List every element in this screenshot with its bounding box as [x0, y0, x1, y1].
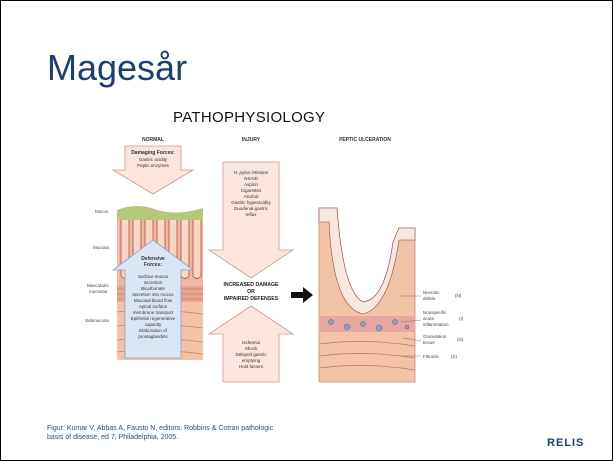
slide-title: Magesår: [47, 47, 187, 89]
ulcer-label: inflammation: [423, 322, 449, 327]
increased-damage-label: OR: [247, 289, 255, 295]
injury-item: reflux: [245, 212, 257, 217]
defensive-item: Bicarbonate: [141, 286, 166, 291]
defensive-item: secretion: [144, 280, 163, 285]
ulcer-label: debris: [423, 296, 436, 301]
ulcer-label: Granulation: [423, 334, 447, 339]
ulcer-label: (S): [451, 354, 458, 359]
column-header-injury: INJURY: [242, 137, 261, 143]
impaired-item: Shock: [245, 346, 258, 351]
column-header-normal: NORMAL: [142, 137, 164, 143]
caption-line: Figur: Kumar V, Abbas A, Fausto N, edito…: [47, 424, 377, 433]
defensive-item: Surface mucus: [138, 274, 169, 279]
injury-arrow-down: H. pylori infection NSAID Aspirin Cigare…: [209, 162, 293, 278]
damaging-forces-title: Damaging Forces:: [131, 150, 175, 156]
defensive-item: membrane transport: [133, 310, 174, 315]
injury-item: Gastric hyperacidity: [231, 200, 271, 205]
ulcer-label: Necrotic: [423, 290, 440, 295]
defensive-item: Epithelial regenerative: [131, 316, 176, 321]
injury-item: Cigarettes: [241, 188, 262, 193]
defensive-forces-title: Forces:: [144, 262, 162, 268]
pathophysiology-figure: NORMAL INJURY PEPTIC ULCERATION: [67, 132, 495, 416]
impaired-item: Host factors: [239, 364, 264, 369]
figure-caption: Figur: Kumar V, Abbas A, Fausto N, edito…: [47, 424, 377, 442]
injury-item: H. pylori infection: [234, 170, 269, 175]
caption-line: basis of disease, ed 7, Philadelphia, 20…: [47, 433, 377, 442]
layer-label-mucus: Mucus: [95, 209, 109, 214]
defensive-item: Apical surface: [139, 304, 168, 309]
increased-damage-label: INCREASED DAMAGE: [223, 282, 279, 288]
relis-logo: RELIS: [547, 437, 584, 449]
impaired-defenses-arrow-up: Ischemia Shock Delayed gastric emptying …: [209, 306, 293, 382]
ulcer-label: (I): [459, 316, 464, 321]
impaired-item: emptying: [242, 358, 261, 363]
ulcer-label: (N): [455, 293, 462, 298]
defensive-item: prostaglandins: [138, 334, 168, 339]
damaging-item: Peptic enzymes: [137, 163, 170, 168]
injury-item: Alcohol: [244, 194, 259, 199]
layer-label-muscularis: Muscularis: [87, 283, 109, 288]
ulcer-label: Fibrosis: [423, 354, 440, 359]
injury-item: Aspirin: [244, 182, 258, 187]
layer-label-submucosa: Submucosa: [85, 318, 109, 323]
layer-label-mucosa: Mucosa: [93, 245, 109, 250]
damaging-item: Gastric acidity: [139, 157, 168, 162]
ulcer-label: Nonspecific: [423, 310, 447, 315]
defensive-item: Elaboration of: [139, 328, 168, 333]
injury-item: Duodenal-gastric: [234, 206, 269, 211]
increased-damage-label: IMPAIRED DEFENSES: [224, 296, 279, 302]
defensive-item: secretion into mucus: [132, 292, 174, 297]
layer-label-mucosae: mucosae: [89, 289, 108, 294]
right-arrow-icon: [291, 287, 313, 303]
damaging-forces-arrow: Damaging Forces: Gastric acidity Peptic …: [113, 146, 193, 194]
injury-item: NSAID: [244, 176, 259, 181]
defensive-item: Mucosal blood flow: [134, 298, 173, 303]
ulcer-label: acute: [423, 316, 435, 321]
ulcer-tissue-illustration: [319, 208, 415, 382]
ulcer-label: (G): [457, 337, 464, 342]
impaired-item: Delayed gastric: [235, 352, 267, 357]
ulcer-label: tissue: [423, 340, 435, 345]
impaired-item: Ischemia: [242, 340, 261, 345]
defensive-item: capacity: [145, 322, 162, 327]
column-header-peptic: PEPTIC ULCERATION: [339, 137, 391, 143]
figure-title: PATHOPHYSIOLOGY: [173, 109, 325, 126]
